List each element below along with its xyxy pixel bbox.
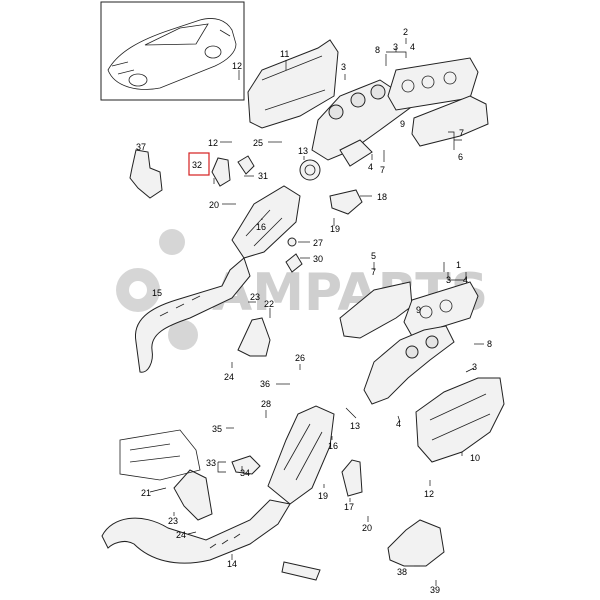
engine-sketch: [119, 429, 201, 481]
part-label: 32: [192, 160, 202, 170]
part-label: 25: [253, 138, 263, 148]
part-label: 3: [393, 42, 398, 52]
part-label: 36: [260, 379, 270, 389]
part-label: 4: [396, 419, 401, 429]
part-label: 38: [397, 567, 407, 577]
part-label: 30: [313, 254, 323, 264]
bracket-17: [341, 459, 363, 497]
bracket-33: [231, 455, 261, 475]
part-label: 4: [463, 275, 468, 285]
exhaust-manifold-upper: [311, 79, 411, 167]
sealant-tube: [281, 561, 321, 581]
bracket-21: [173, 469, 213, 521]
part-label: 4: [368, 162, 373, 172]
part-label: 33: [206, 458, 216, 468]
bracket-37: [129, 149, 163, 199]
part-label: 2: [403, 27, 408, 37]
part-label: 24: [176, 530, 186, 540]
part-label: 27: [313, 238, 323, 248]
part-label: 12: [424, 489, 434, 499]
part-label: 13: [298, 146, 308, 156]
clamp-32: [211, 157, 231, 187]
exhaust-pipe-lower: [101, 499, 291, 564]
part-label: 9: [400, 119, 405, 129]
part-label: 3: [446, 275, 451, 285]
part-label: 4: [410, 42, 415, 52]
part-label: 3: [341, 62, 346, 72]
flange-gasket: [299, 159, 321, 181]
heat-shield-lower: [415, 377, 505, 463]
car-thumbnail: [100, 1, 245, 101]
highlight-box-32: [188, 152, 210, 176]
part-label: 24: [224, 372, 234, 382]
part-label: 22: [264, 299, 274, 309]
sensor-27: [287, 237, 297, 247]
part-label: 28: [261, 399, 271, 409]
part-label: 7: [380, 165, 385, 175]
part-label: 20: [362, 523, 372, 533]
gear-icon: [116, 229, 198, 350]
part-label: 8: [375, 45, 380, 55]
part-label: 13: [350, 421, 360, 431]
part-label: 19: [318, 491, 328, 501]
part-label: 11: [280, 49, 289, 59]
part-label: 16: [328, 441, 338, 451]
part-label: 5: [371, 251, 376, 261]
bracket-38: [387, 519, 445, 567]
part-label: 8: [487, 339, 492, 349]
exhaust-manifold-lower: [363, 325, 455, 405]
part-label: 31: [258, 171, 268, 181]
part-label: 10: [470, 453, 480, 463]
heat-shield-manifold-upper: [411, 95, 489, 147]
part-label: 14: [227, 559, 237, 569]
part-label: 26: [295, 353, 305, 363]
part-label: 18: [377, 192, 387, 202]
part-label: 16: [256, 222, 266, 232]
part-label: 23: [250, 292, 260, 302]
heat-shield-manifold-lower: [339, 281, 413, 339]
clamp-31: [237, 155, 255, 175]
part-label: 7: [459, 128, 464, 138]
part-label: 17: [344, 502, 354, 512]
part-label: 7: [371, 267, 376, 277]
part-label: 12: [232, 61, 242, 71]
part-label: 12: [208, 138, 218, 148]
part-number-labels: 2 3 4 8 11 12 3 9 7 6 12 25 13 37 32 31 …: [136, 27, 492, 595]
catalytic-converter-upper: [231, 185, 301, 259]
bracket-22: [237, 317, 271, 357]
clamp-30: [285, 253, 303, 273]
part-label: 3: [472, 362, 477, 372]
part-label: 23: [168, 516, 178, 526]
part-label: 6: [458, 152, 463, 162]
part-label: 35: [212, 424, 222, 434]
exhaust-pipe-upper: [134, 257, 251, 373]
bracket-18: [329, 189, 363, 215]
part-label: 19: [330, 224, 340, 234]
part-label: 34: [240, 468, 250, 478]
part-label: 39: [430, 585, 440, 595]
catalytic-converter-lower: [267, 405, 335, 505]
part-label: 9: [416, 305, 421, 315]
part-label: 1: [456, 260, 461, 270]
heat-shield-upper: [247, 39, 339, 129]
part-label: 20: [209, 200, 219, 210]
part-label: 37: [136, 142, 146, 152]
leader-lines: [149, 38, 484, 586]
part-label: 15: [152, 288, 162, 298]
part-label: 21: [141, 488, 151, 498]
